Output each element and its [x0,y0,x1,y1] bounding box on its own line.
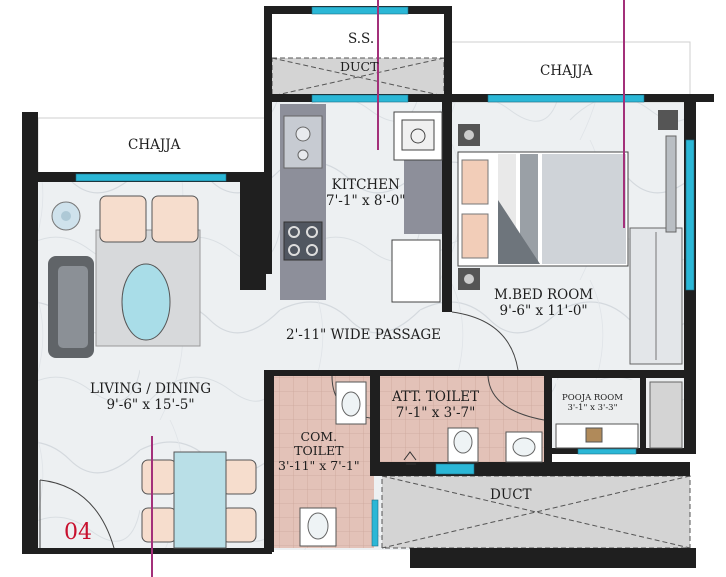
chajja-left-name: CHAJJA [128,137,181,153]
pooja-size: 3'-1" x 3'-3" [567,402,618,413]
chajja-right-label: CHAJJA [540,63,593,80]
duct-bottom-name: DUCT [490,487,532,503]
duct-bottom-label: DUCT [490,487,532,504]
bedroom-size: 9'-6" x 11'-0" [499,302,588,319]
kitchen-name: KITCHEN [331,177,400,193]
att-toilet-name: ATT. TOILET [392,389,480,405]
bedroom-furniture [457,110,683,365]
duct-top-name: DUCT [340,59,379,74]
chajja-left-area [37,117,269,179]
unit-number: 04 [64,520,92,545]
com-toilet-name-1: COM. [300,429,338,444]
passage-label: 2'-11" WIDE PASSAGE [286,327,441,344]
com-toilet-size: 3'-11" x 7'-1" [278,457,360,473]
com-toilet-label: COM. TOILET 3'-11" x 7'-1" [278,429,360,473]
living-furniture [48,195,257,549]
chajja-right-area [449,41,691,103]
living-name: LIVING / DINING [90,381,212,397]
kitchen-counter [280,104,443,303]
ss-label: S.S. [348,31,375,48]
living-size: 9'-6" x 15'-5" [106,396,195,413]
ss-name: S.S. [348,31,375,47]
pooja-label: POOJA ROOM 3'-1" x 3'-3" [562,393,623,414]
duct-top-label: DUCT [340,59,379,74]
ss-area [272,14,444,58]
duct-bottom [381,475,691,549]
chajja-left-label: CHAJJA [128,137,181,154]
living-label: LIVING / DINING 9'-6" x 15'-5" [90,381,212,413]
kitchen-size: 7'-1" x 8'-0" [326,192,406,209]
chajja-right-name: CHAJJA [540,63,593,79]
windows [75,6,695,547]
bedroom-name: M.BED ROOM [494,287,594,303]
kitchen-label: KITCHEN 7'-1" x 8'-0" [326,177,406,209]
com-toilet-name-2: TOILET [294,443,344,459]
bedroom-label: M.BED ROOM 9'-6" x 11'-0" [494,287,594,319]
pooja-shelf [555,381,683,449]
duct-top [271,57,445,97]
marker-lines [151,0,625,577]
passage-name: 2'-11" WIDE PASSAGE [286,327,441,343]
pooja-name: POOJA ROOM [562,393,623,403]
toilet-fixtures [299,381,543,547]
att-toilet-label: ATT. TOILET 7'-1" x 3'-7" [392,389,480,421]
att-toilet-size: 7'-1" x 3'-7" [395,404,476,421]
